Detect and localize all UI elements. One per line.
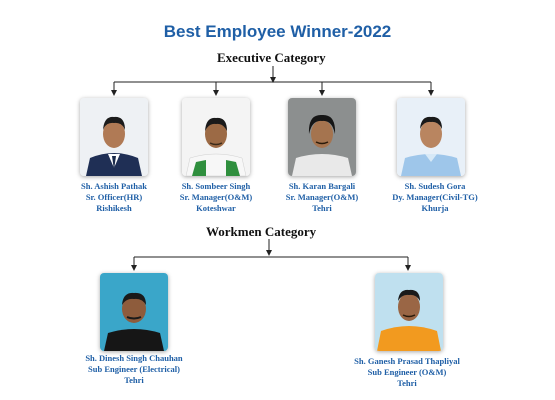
employee-designation: Sr. Manager(O&M) <box>179 192 253 202</box>
workmen-category-label: Workmen Category <box>206 224 317 239</box>
employee-location: Tehri <box>124 375 144 385</box>
employee-name: Sh. Ashish Pathak <box>81 181 147 191</box>
employee-name: Sh. Ganesh Prasad Thapliyal <box>354 356 460 366</box>
executive-caption-2: Sh. Sombeer Singh Sr. Manager(O&M) Kotes… <box>174 181 258 214</box>
employee-location: Koteshwar <box>196 203 236 213</box>
workmen-caption-2: Sh. Ganesh Prasad Thapliyal Sub Engineer… <box>342 356 472 389</box>
executive-caption-3: Sh. Karan Bargali Sr. Manager(O&M) Tehri <box>280 181 364 214</box>
employee-designation: Dy. Manager(Civil-TG) <box>392 192 478 202</box>
employee-photo-karan <box>288 98 356 176</box>
employee-name: Sh. Sudesh Gora <box>404 181 466 191</box>
employee-designation: Sub Engineer (Electrical) <box>88 364 180 374</box>
employee-name: Sh. Dinesh Singh Chauhan <box>85 353 183 363</box>
employee-designation: Sr. Manager(O&M) <box>285 192 359 202</box>
executive-caption-1: Sh. Ashish Pathak Sr. Officer(HR) Rishik… <box>74 181 154 214</box>
workmen-caption-1: Sh. Dinesh Singh Chauhan Sub Engineer (E… <box>75 353 193 386</box>
employee-location: Tehri <box>397 378 417 388</box>
employee-designation: Sub Engineer (O&M) <box>367 367 447 377</box>
employee-location: Khurja <box>421 203 449 213</box>
employee-photo-dinesh <box>100 273 168 351</box>
employee-photo-sudesh <box>397 98 465 176</box>
employee-photo-ashish <box>80 98 148 176</box>
employee-name: Sh. Karan Bargali <box>288 181 356 191</box>
executive-category-label: Executive Category <box>217 50 326 65</box>
employee-designation: Sr. Officer(HR) <box>85 192 143 202</box>
employee-photo-ganesh <box>375 273 443 351</box>
page-title: Best Employee Winner-2022 <box>163 22 392 41</box>
employee-name: Sh. Sombeer Singh <box>181 181 251 191</box>
employee-location: Rishikesh <box>96 203 132 213</box>
employee-location: Tehri <box>312 203 332 213</box>
executive-caption-4: Sh. Sudesh Gora Dy. Manager(Civil-TG) Kh… <box>386 181 484 214</box>
employee-photo-sombeer <box>182 98 250 176</box>
